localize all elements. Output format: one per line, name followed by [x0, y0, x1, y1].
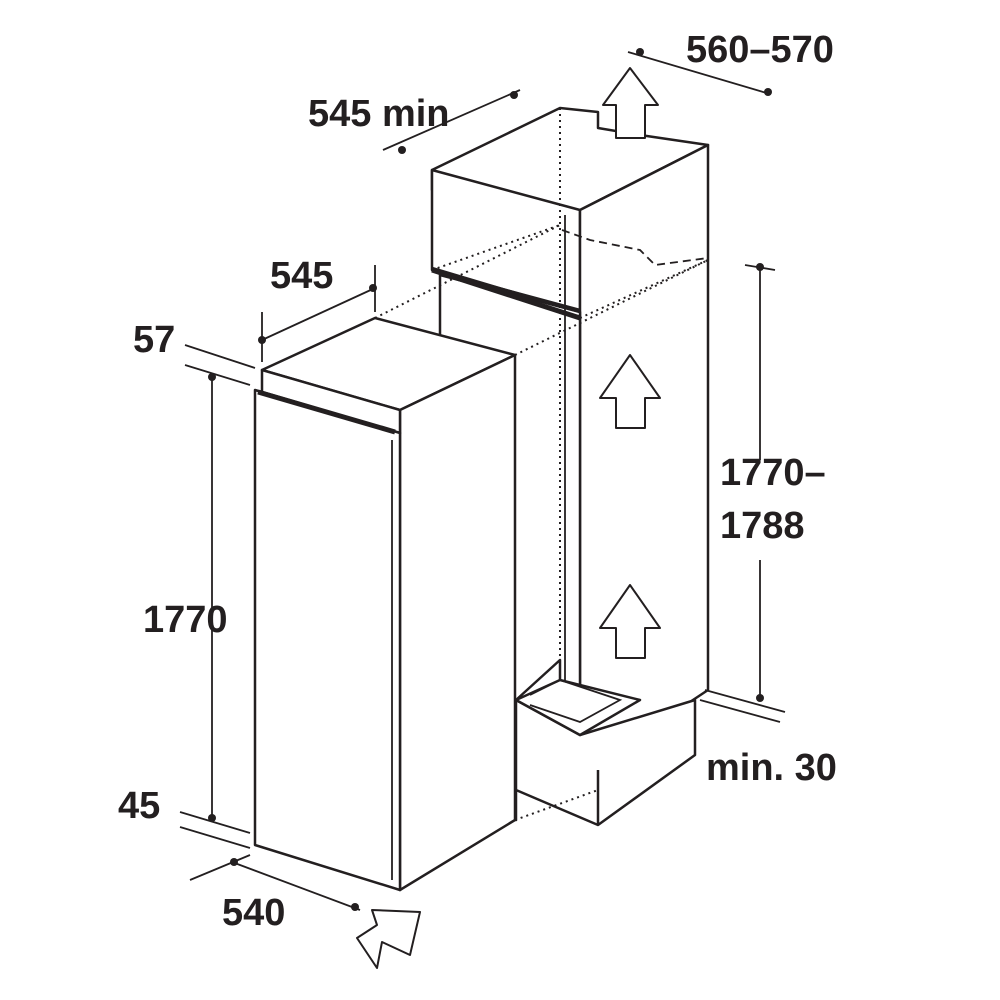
niche-height-label-1: 1770–	[720, 452, 826, 494]
arrow-up-icon	[599, 354, 661, 429]
airflow-arrows	[356, 67, 661, 969]
top-gap-label: 57	[133, 319, 175, 361]
arrow-up-icon	[599, 584, 661, 659]
appliance-depth-label: 545	[270, 255, 333, 297]
niche-width-label: 560–570	[686, 29, 834, 71]
ventilation-min-label: min. 30	[706, 747, 837, 789]
bottom-gap-label: 45	[118, 785, 160, 827]
niche-height-label-2: 1788	[720, 505, 805, 547]
niche-depth-label: 545 min	[308, 93, 450, 135]
appliance-width-label: 540	[222, 892, 285, 934]
dimension-lines	[179, 48, 786, 911]
appliance	[253, 316, 517, 892]
arrow-inlet-icon	[356, 909, 421, 969]
appliance-height-label: 1770	[143, 599, 228, 641]
arrow-up-icon	[602, 67, 659, 139]
